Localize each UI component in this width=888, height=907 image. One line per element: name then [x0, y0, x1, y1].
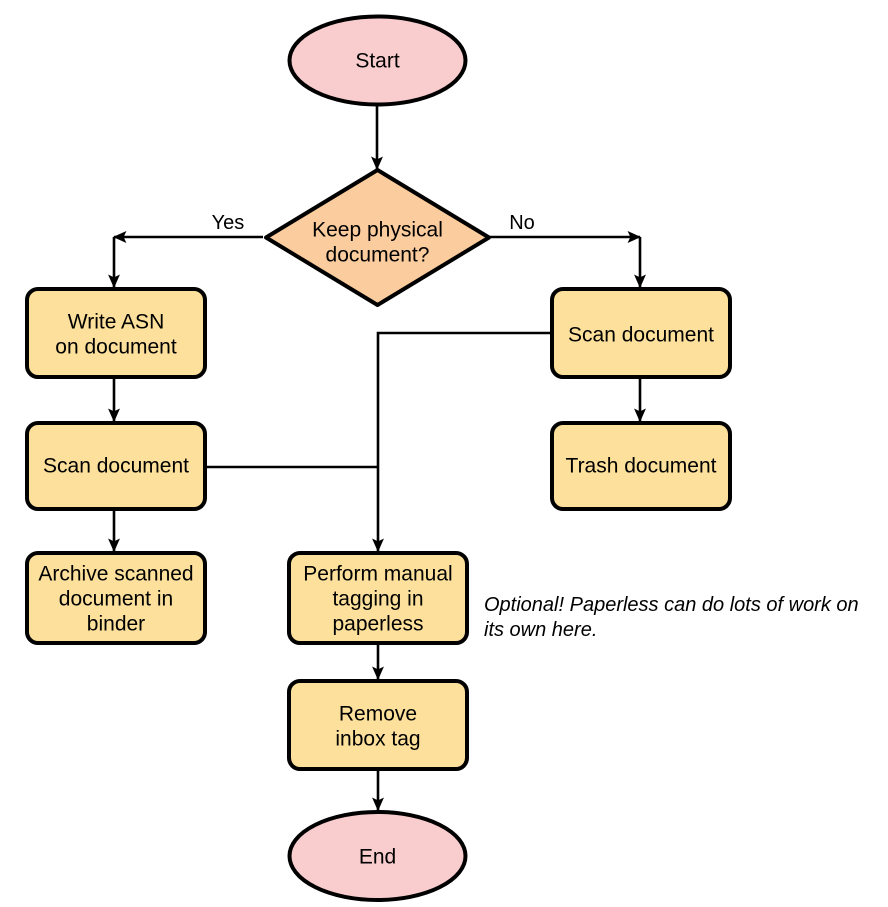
annotation-line2: its own here.: [484, 619, 597, 641]
edge-label-yes: Yes: [212, 212, 245, 234]
node-archive-scanned-document[interactable]: Archive scanned document in binder: [25, 551, 207, 645]
node-scan-document-left[interactable]: Scan document: [25, 421, 207, 511]
node-write-asn-on-document[interactable]: Write ASN on document: [25, 287, 207, 379]
write-asn-label-line1: Write ASN: [68, 311, 164, 334]
edges-layer: [108, 105, 646, 812]
node-end[interactable]: End: [287, 810, 468, 902]
node-decision-keep-physical-document[interactable]: Keep physical document?: [264, 168, 491, 307]
remove-inbox-label-line1: Remove: [339, 703, 417, 726]
decision-diamond-shape: [264, 168, 491, 307]
edge-scan-right-to-tagging: [372, 331, 552, 553]
annotation-line1: Optional! Paperless can do lots of work …: [484, 594, 859, 616]
start-label: Start: [355, 50, 400, 73]
node-start[interactable]: Start: [287, 14, 468, 107]
node-remove-inbox-tag[interactable]: Remove inbox tag: [287, 679, 469, 771]
start-ellipse-shape: [287, 14, 468, 107]
write-asn-label-line2: on document: [55, 336, 177, 359]
node-trash-document[interactable]: Trash document: [550, 421, 732, 511]
decision-label-line1: Keep physical: [312, 219, 443, 242]
tagging-label-line3: paperless: [332, 613, 423, 636]
archive-box-shape: [25, 551, 207, 645]
archive-label-line1: Archive scanned: [38, 563, 193, 586]
scan-document-right-box-shape: [550, 287, 732, 379]
remove-inbox-label-line2: inbox tag: [335, 728, 420, 751]
end-label: End: [359, 846, 396, 869]
decision-label-line2: document?: [326, 244, 430, 267]
tagging-box-shape: [287, 551, 469, 645]
end-ellipse-shape: [287, 810, 468, 902]
archive-label-line2: document in: [59, 588, 173, 611]
annotation-optional-note: Optional! Paperless can do lots of work …: [484, 594, 859, 641]
edge-label-no: No: [509, 212, 535, 234]
archive-label-line3: binder: [87, 613, 145, 636]
edge-labels-layer: Yes No: [212, 212, 535, 234]
trash-document-label: Trash document: [566, 455, 717, 478]
write-asn-box-shape: [25, 287, 207, 379]
tagging-label-line2: tagging in: [332, 588, 423, 611]
node-perform-manual-tagging[interactable]: Perform manual tagging in paperless: [287, 551, 469, 645]
scan-document-left-label: Scan document: [43, 455, 189, 478]
trash-document-box-shape: [550, 421, 732, 511]
node-scan-document-right[interactable]: Scan document: [550, 287, 732, 379]
tagging-label-line1: Perform manual: [303, 563, 452, 586]
remove-inbox-box-shape: [287, 679, 469, 771]
scan-document-left-box-shape: [25, 421, 207, 511]
scan-document-right-label: Scan document: [568, 324, 714, 347]
